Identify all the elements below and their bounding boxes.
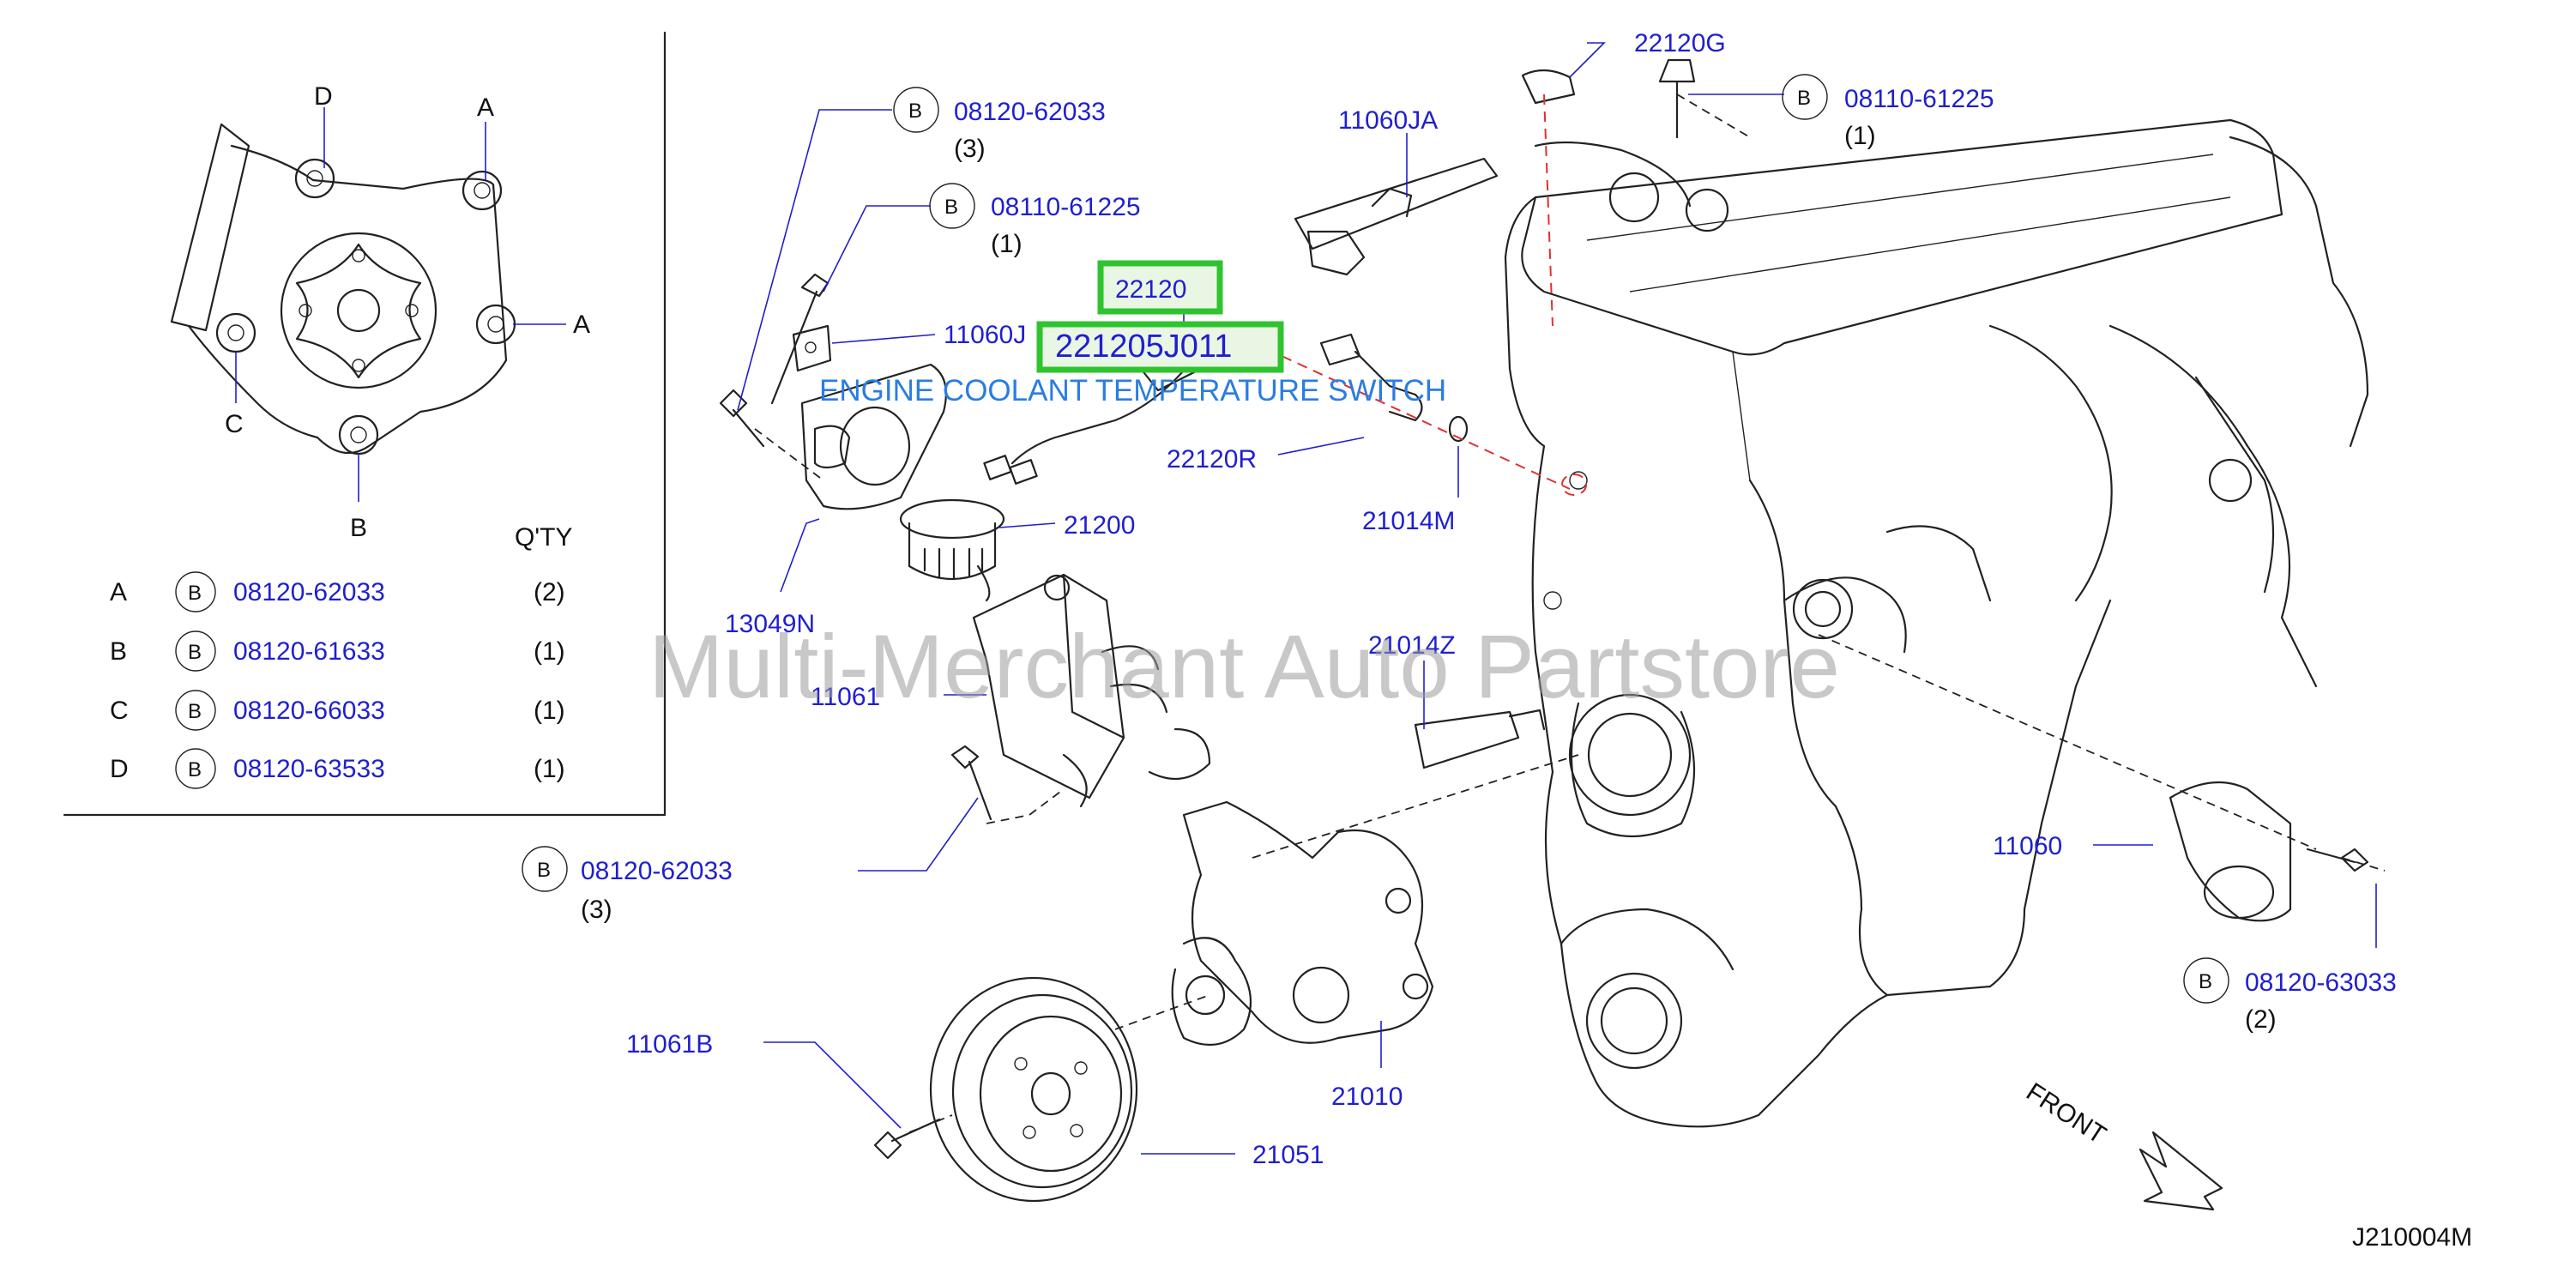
bolt-callout-qty: (1) [991, 230, 1023, 258]
bolt-callout-part: 08120-62033 [954, 98, 1106, 126]
inset-label-a-top: A [477, 94, 494, 122]
temp-sender-illustration [1319, 333, 1469, 443]
bolt-symbol-letter: B [188, 582, 202, 605]
water-pump-illustration [1171, 800, 1434, 1047]
legend-part-number: 08120-66033 [233, 697, 385, 725]
bolt-callout-part: 08110-61225 [1844, 85, 1994, 113]
inset-label-b: B [350, 514, 367, 542]
bolt-symbol-icon [175, 630, 216, 672]
legend-letter: B [110, 637, 127, 666]
bolt-symbol-icon [175, 748, 216, 789]
bolt-symbol-letter: B [537, 859, 551, 882]
inset-label-a-right: A [573, 311, 590, 339]
legend-letter: D [110, 755, 129, 783]
bolt-callout: B 08120-63033 (2) [2183, 957, 2397, 1034]
inset-pump-flange-illustration [170, 107, 566, 502]
harness-bracket-illustration [792, 324, 832, 372]
legend-qty: (1) [534, 755, 565, 783]
bolt-callout-qty: (3) [581, 896, 612, 924]
bolt-symbol-icon [929, 183, 975, 229]
part-callout-11061: 11061 [811, 683, 880, 711]
bolt-symbol-letter: B [188, 700, 202, 723]
bolt-symbol-letter: B [908, 100, 922, 123]
engine-block-illustration [1504, 118, 2369, 1128]
bolt-symbol-icon [175, 571, 216, 612]
inset-legend-row: B B 08120-61633 (1) [110, 630, 565, 672]
assembly-lines [754, 94, 2386, 1133]
bolt-symbol-letter: B [944, 196, 958, 219]
legend-letter: C [110, 697, 129, 725]
legend-letter: A [110, 578, 127, 606]
annotation-engine-coolant-temperature-switch: ENGINE COOLANT TEMPERATURE SWITCH [819, 374, 1446, 407]
legend-qty: (1) [534, 697, 565, 725]
pulley-illustration [929, 976, 1138, 1203]
callout-leaders [737, 42, 2377, 1155]
inset-legend-row: A B 08120-62033 (2) [110, 571, 565, 612]
thermostat-water-inlet-illustration [2169, 781, 2292, 922]
legend-part-number: 08120-63533 [233, 755, 385, 783]
thermostat-housing-illustration [800, 363, 947, 510]
part-callout-22120: 22120 [1115, 275, 1186, 304]
bolt-symbol-icon [175, 690, 216, 731]
part-callout-22120r: 22120R [1167, 445, 1257, 474]
inset-legend-row: D B 08120-63533 (1) [110, 748, 565, 789]
front-indicator: FRONT [2021, 1077, 2223, 1211]
legend-part-number: 08120-62033 [233, 578, 385, 606]
thermostat-illustration [899, 498, 1005, 602]
bolt-symbol-letter: B [2199, 970, 2212, 993]
bolt-callout: B 08120-62033 (3) [893, 87, 1106, 163]
inset-legend-row: C B 08120-66033 (1) [110, 690, 565, 731]
bolt-callout: B 08110-61225 (1) [1782, 74, 1994, 150]
part-callout-21014m: 21014M [1362, 507, 1455, 535]
bolt-callout-part: 08120-62033 [581, 857, 733, 885]
bolt-callout-qty: (1) [1844, 122, 1876, 150]
harness-clip-illustration [1294, 157, 1499, 276]
bolt-symbol-letter: B [1797, 87, 1811, 110]
part-callout-221205j011: 221205J011 [1055, 329, 1232, 365]
legend-part-number: 08120-61633 [233, 637, 385, 666]
part-callout-11060j: 11060J [944, 321, 1026, 349]
part-callout-21010: 21010 [1331, 1083, 1403, 1111]
bolt-symbol-letter: B [188, 758, 202, 781]
bolt-symbol-icon [1782, 74, 1828, 120]
legend-qty: (1) [534, 637, 565, 666]
part-callout-13049n: 13049N [725, 610, 815, 638]
bolt-callout: B 08110-61225 (1) [929, 183, 1141, 258]
highlight-box-221205J011 [1036, 321, 1284, 373]
part-callout-21014z: 21014Z [1368, 631, 1456, 660]
watermark: Multi-Merchant Auto Partstore [649, 617, 1840, 717]
part-callout-22120g: 22120G [1634, 29, 1726, 57]
drain-plug-illustration [1414, 709, 1546, 769]
part-callout-11060ja: 11060JA [1338, 106, 1438, 135]
bolt-callout-qty: (2) [2245, 1005, 2277, 1034]
inset-panel: D A A C B Q'TY A B 08120-62033 (2) B B 0… [63, 31, 667, 817]
highlight-box-22120 [1097, 260, 1223, 315]
drawing-id: J210004M [2352, 1223, 2472, 1252]
inset-label-d: D [314, 82, 333, 111]
part-callout-11061b: 11061B [626, 1030, 713, 1059]
part-callout-21051: 21051 [1252, 1141, 1324, 1169]
water-outlet-illustration [972, 573, 1211, 808]
part-callout-21200: 21200 [1064, 511, 1135, 540]
inset-label-c: C [225, 410, 244, 438]
bolt-callout: B 08120-62033 (3) [522, 846, 733, 924]
legend-qty: (2) [534, 578, 565, 606]
bolt-symbol-icon [893, 87, 939, 133]
inset-qty-header: Q'TY [515, 523, 572, 552]
bolt-illustrations [719, 58, 2369, 1160]
front-arrow-icon [2139, 1131, 2223, 1211]
bolt-callout-part: 08110-61225 [991, 193, 1141, 221]
bolt-callout-qty: (3) [954, 135, 986, 163]
bolt-callout-part: 08120-63033 [2245, 968, 2397, 997]
bolt-symbol-letter: B [188, 641, 202, 664]
front-label: FRONT [2021, 1077, 2111, 1149]
bolt-symbol-icon [522, 846, 568, 892]
part-callout-11060: 11060 [1993, 832, 2062, 860]
bolt-symbol-icon [2183, 957, 2229, 1004]
